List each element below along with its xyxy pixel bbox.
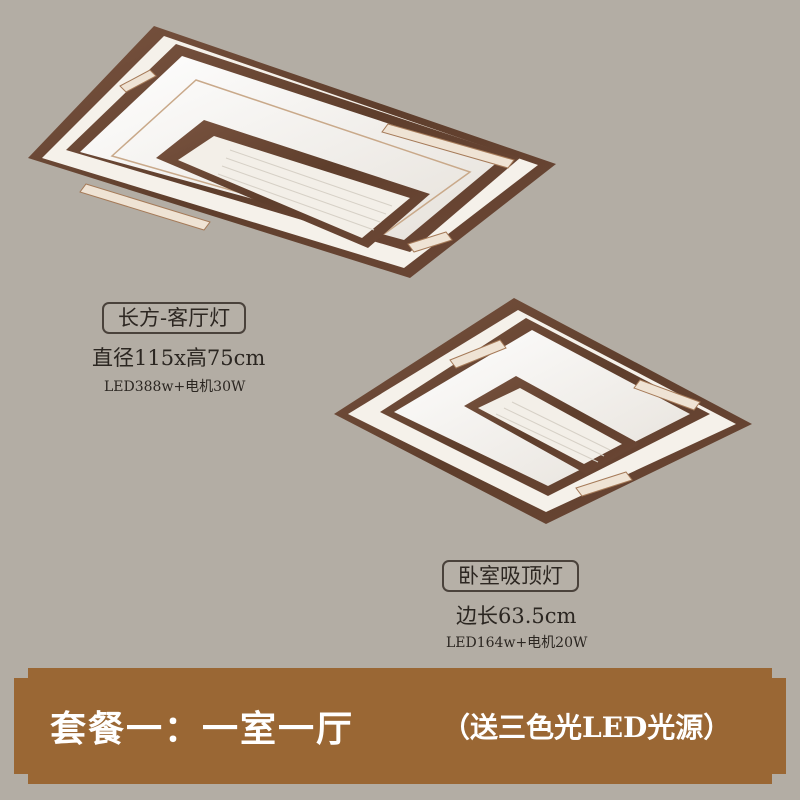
package-banner: 套餐一：一室一厅 （送三色光LED光源） <box>14 668 786 784</box>
product-name-tag: 卧室吸顶灯 <box>442 560 579 592</box>
banner-background <box>14 668 786 784</box>
product-size: 边长63.5cm <box>456 604 577 628</box>
banner-title: 套餐一：一室一厅 <box>50 708 355 750</box>
product-name-tag: 长方-客厅灯 <box>102 302 247 334</box>
product-spec: LED388w+电机30W <box>104 379 246 395</box>
product-spec: LED164w+电机20W <box>446 635 588 651</box>
product-size: 直径115x高75cm <box>92 346 266 370</box>
banner-note: （送三色光LED光源） <box>442 711 732 744</box>
